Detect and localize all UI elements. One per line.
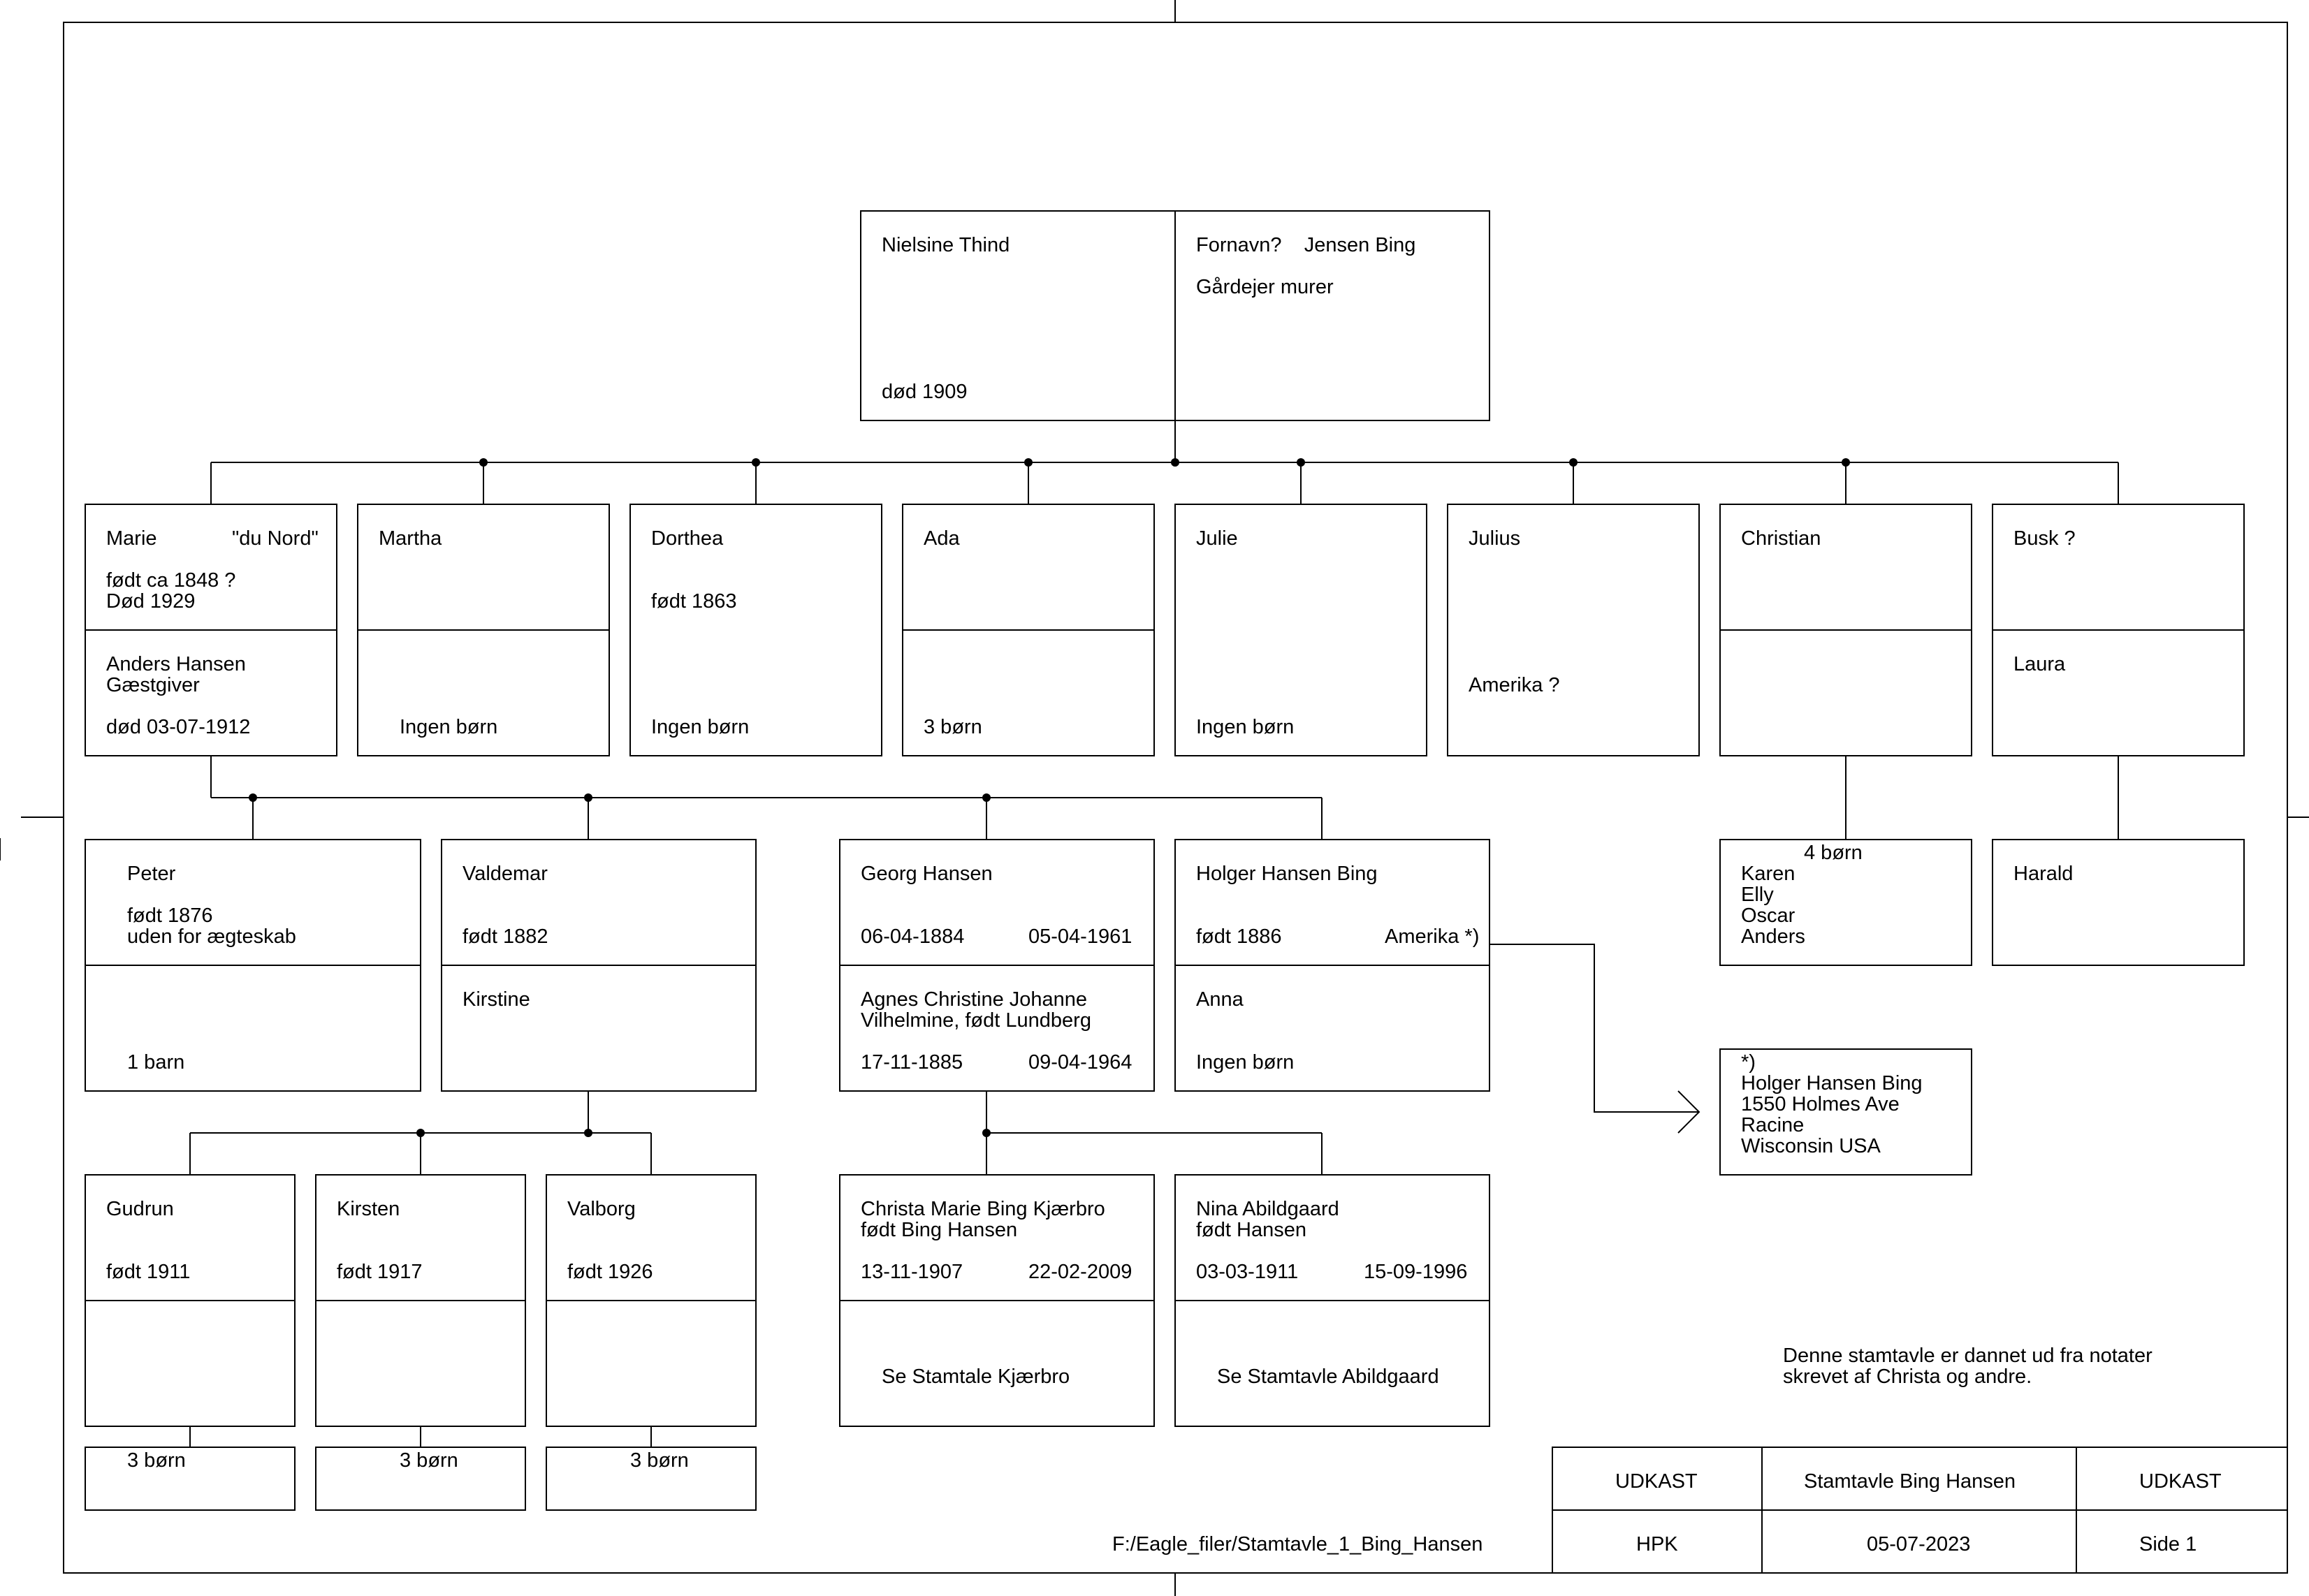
christa-born: 13-11-1907 [861, 1261, 963, 1283]
busk-spouse: Laura [2013, 653, 2066, 675]
address-note-marker: *) [1741, 1051, 1756, 1074]
christa-name-line2: født Bing Hansen [861, 1219, 1018, 1241]
valdemar-born: født 1882 [462, 925, 548, 948]
nina-note: Se Stamtavle Abildgaard [1217, 1366, 1439, 1388]
peter-name: Peter [127, 863, 176, 885]
holger-children: Ingen børn [1196, 1051, 1295, 1074]
julius-note: Amerika ? [1469, 674, 1560, 696]
file-path: F:/Eagle_filer/Stamtavle_1_Bing_Hansen [1112, 1533, 1483, 1555]
address-note-line: Racine [1741, 1114, 1805, 1136]
nina-born: 03-03-1911 [1196, 1261, 1299, 1283]
holger-born: født 1886 [1196, 925, 1282, 948]
georg-spouse-born: 17-11-1885 [861, 1051, 963, 1074]
root-right-occupation: Gårdejer murer [1196, 276, 1334, 298]
christian-child-oscar: Oscar [1741, 905, 1796, 927]
title-block-draft-right: UDKAST [2139, 1470, 2222, 1493]
holger-name: Holger Hansen Bing [1196, 863, 1378, 885]
valborg-born: født 1926 [567, 1261, 653, 1283]
nina-name-line2: født Hansen [1196, 1219, 1306, 1241]
kirsten-children: 3 børn [400, 1449, 458, 1472]
gudrun-name: Gudrun [106, 1198, 174, 1220]
marie-nickname: "du Nord" [232, 527, 319, 550]
kirsten-name: Kirsten [337, 1198, 400, 1220]
julie-name: Julie [1196, 527, 1238, 550]
address-note-line: Holger Hansen Bing [1741, 1072, 1923, 1094]
harald-name: Harald [2013, 863, 2074, 885]
root-left-died: død 1909 [882, 381, 968, 403]
valborg-children: 3 børn [630, 1449, 689, 1472]
title-block-author: HPK [1636, 1533, 1678, 1555]
busk-name: Busk ? [2013, 527, 2076, 550]
title-block-page: Side 1 [2139, 1533, 2197, 1555]
dorthea-note: Ingen børn [651, 716, 750, 738]
valborg-name: Valborg [567, 1198, 636, 1220]
marie-spouse: Anders Hansen [106, 653, 246, 675]
marie-died: Død 1929 [106, 590, 196, 613]
christa-died: 22-02-2009 [1028, 1261, 1132, 1283]
gudrun-born: født 1911 [106, 1261, 191, 1283]
julie-note: Ingen børn [1196, 716, 1295, 738]
georg-born: 06-04-1884 [861, 925, 965, 948]
address-note-line: Wisconsin USA [1741, 1135, 1881, 1157]
martha-name: Martha [379, 527, 442, 550]
dorthea-name: Dorthea [651, 527, 724, 550]
title-block-title: Stamtavle Bing Hansen [1804, 1470, 2016, 1493]
christian-children-count: 4 børn [1804, 842, 1863, 864]
ada-note: 3 børn [924, 716, 982, 738]
georg-name: Georg Hansen [861, 863, 993, 885]
christa-name-line1: Christa Marie Bing Kjærbro [861, 1198, 1105, 1220]
nina-died: 15-09-1996 [1364, 1261, 1468, 1283]
holger-spouse: Anna [1196, 988, 1244, 1011]
christian-child-karen: Karen [1741, 863, 1796, 885]
peter-born: født 1876 [127, 905, 213, 927]
georg-spouse-line1: Agnes Christine Johanne [861, 988, 1088, 1011]
child-box-julie [1174, 504, 1427, 756]
title-block-draft-left: UDKAST [1615, 1470, 1698, 1493]
christian-name: Christian [1741, 527, 1821, 550]
ada-name: Ada [924, 527, 960, 550]
martha-note: Ingen børn [400, 716, 498, 738]
address-note-line: 1550 Holmes Ave [1741, 1093, 1900, 1115]
holger-note: Amerika *) [1385, 925, 1480, 948]
marie-spouse-died: død 03-07-1912 [106, 716, 251, 738]
root-right-name: Fornavn? Jensen Bing [1196, 234, 1416, 256]
grandchild-box-christian-children [1719, 839, 1972, 966]
remark-line1: Denne stamtavle er dannet ud fra notater [1783, 1345, 2153, 1367]
remark-line2: skrevet af Christa og andre. [1783, 1366, 2032, 1388]
dorthea-born: født 1863 [651, 590, 737, 613]
ggc-children-box-kirsten [315, 1447, 526, 1511]
grandchild-box-harald [1992, 839, 2245, 966]
christian-child-elly: Elly [1741, 884, 1774, 906]
root-left-name: Nielsine Thind [882, 234, 1010, 256]
child-box-dorthea [629, 504, 882, 756]
peter-note: uden for ægteskab [127, 925, 296, 948]
peter-children: 1 barn [127, 1051, 185, 1074]
marie-born: født ca 1848 ? [106, 569, 236, 592]
valdemar-spouse: Kirstine [462, 988, 530, 1011]
gudrun-children: 3 børn [127, 1449, 186, 1472]
ggc-children-box-gudrun [85, 1447, 296, 1511]
nina-name-line1: Nina Abildgaard [1196, 1198, 1339, 1220]
address-note-box [1719, 1048, 1972, 1176]
christian-child-anders: Anders [1741, 925, 1805, 948]
georg-spouse-died: 09-04-1964 [1028, 1051, 1132, 1074]
julius-name: Julius [1469, 527, 1521, 550]
georg-spouse-line2: Vilhelmine, født Lundberg [861, 1009, 1091, 1032]
title-block-date: 05-07-2023 [1867, 1533, 1971, 1555]
child-box-julius [1447, 504, 1700, 756]
christa-note: Se Stamtale Kjærbro [882, 1366, 1070, 1388]
ggc-children-box-valborg [546, 1447, 757, 1511]
valdemar-name: Valdemar [462, 863, 548, 885]
marie-name: Marie [106, 527, 157, 550]
marie-spouse-occupation: Gæstgiver [106, 674, 200, 696]
georg-died: 05-04-1961 [1028, 925, 1132, 948]
kirsten-born: født 1917 [337, 1261, 423, 1283]
